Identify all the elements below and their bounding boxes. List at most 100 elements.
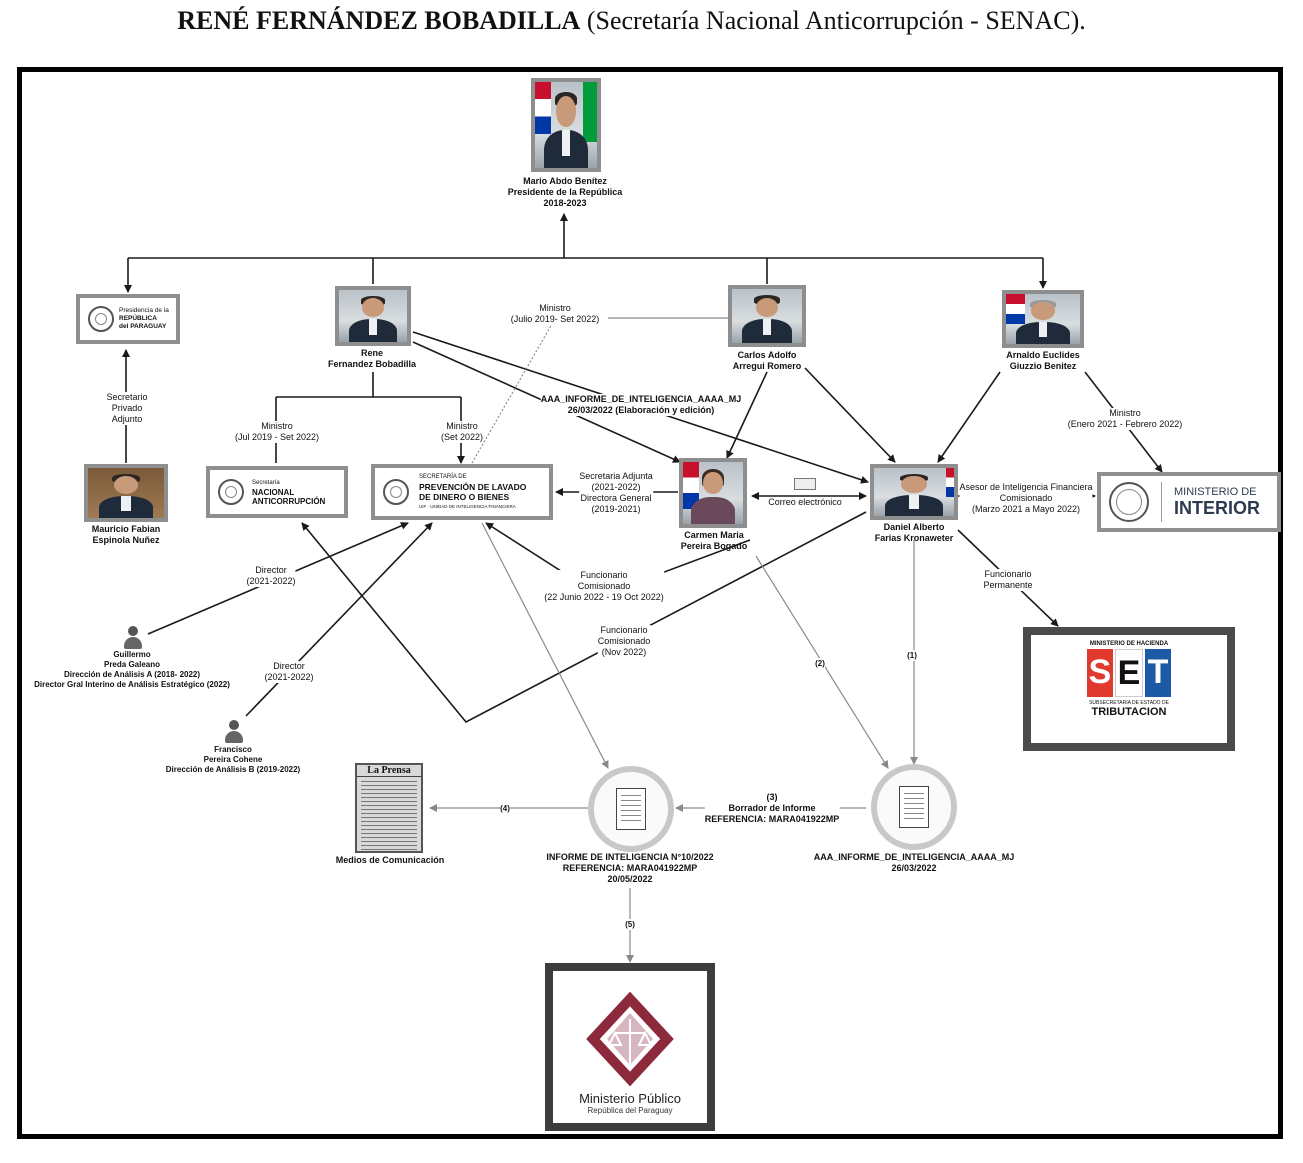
paraguay-flag-icon [946,468,954,497]
senac-line2: NACIONAL [252,487,295,497]
title-name: RENÉ FERNÁNDEZ BOBADILLA [177,6,581,35]
informe10-title: INFORME DE INTELIGENCIA N°10/2022 [546,852,714,862]
presidencia-line3: del PARAGUAY [119,323,167,330]
edge-rene-split [275,372,461,463]
presidencia-line2: REPÚBLICA [119,315,157,322]
label-abdo: Mario Abdo Benítez Presidente de la Repú… [480,176,650,209]
paraguay-flag-icon [683,462,699,509]
national-seal-icon [1109,482,1149,522]
diagram-frame [17,67,1283,1139]
edge-label-step1: (1) [907,650,917,661]
label-pereira: Carmen Maria Pereira Bogado [644,530,784,552]
national-seal-icon [218,479,244,505]
preda-first: Guillermo [113,650,151,659]
national-seal-icon [383,479,409,505]
cohene-last: Pereira Cohene [203,755,263,764]
photo-giuzzio [1002,290,1084,348]
informe10-date: 20/05/2022 [607,874,653,884]
title-suffix: (Secretaría Nacional Anticorrupción - SE… [580,6,1086,35]
photo-arregui [728,285,806,347]
edge-arregui-farias [804,367,896,463]
label-cohene: Francisco Pereira Cohene Dirección de An… [150,745,316,775]
rene-last: Fernandez Bobadilla [327,359,416,369]
preda-last: Preda Galeano [103,660,161,669]
senac-line3: ANTICORRUPCIÓN [252,496,326,506]
informe10-ref: REFERENCIA: MARA041922MP [562,863,698,873]
set-letter-t: T [1145,649,1171,697]
prensa-masthead: La Prensa [357,765,421,777]
edge-seprelad-informe10 [481,522,609,769]
interior-line1: MINISTERIO DE [1174,485,1257,498]
edge-label-director-cohene: Director(2021-2022) [264,661,314,683]
national-seal-icon [88,306,114,332]
edge-label-ministro-interior: Ministro(Enero 2021 - Febrero 2022) [1067,408,1183,430]
logo-set: MINISTERIO DE HACIENDA S E T SUBSECRETAR… [1023,627,1235,751]
logo-interior: MINISTERIO DE INTERIOR [1097,472,1281,532]
presidencia-line1: Presidencia de la [119,307,169,314]
edge-label-secretaria-adjunta: Secretaria Adjunta(2021-2022)Directora G… [579,471,653,515]
photo-farias [870,464,958,520]
edge-dotted-seprelad [471,309,561,464]
newspaper-icon: La Prensa [355,763,423,853]
edge-label-ministro-senac: Ministro(Jul 2019 - Set 2022) [234,421,320,443]
person-icon [224,720,244,744]
seprelad-line1: SECRETARÍA DE [419,474,467,480]
edge-label-step2: (2) [815,658,825,669]
abdo-term: 2018-2023 [543,198,587,208]
paraguay-flag-icon [1006,294,1026,324]
edge-arregui-pereira [726,371,768,459]
rene-first: Rene [360,348,383,358]
edge-label-director-preda: Director(2021-2022) [246,565,296,587]
label-informe-mj: AAA_INFORME_DE_INTELIGENCIA_AAAA_MJ 26/0… [794,852,1034,874]
senac-line1: Secretaría [252,479,280,486]
giuzzio-first: Arnaldo Euclides [1006,350,1080,360]
preda-role2: Director Gral Interino de Análisis Estra… [34,680,230,689]
logo-fiscalia: Ministerio Público República del Paragua… [545,963,715,1131]
person-icon [123,626,143,650]
arregui-last: Arregui Romero [732,361,802,371]
edge-cohene-seprelad [245,522,433,717]
seprelad-line2: PREVENCIÓN DE LAVADO [419,482,527,492]
edge-label-ministro-seprelad: Ministro(Set 2022) [440,421,484,443]
document-title: RENÉ FERNÁNDEZ BOBADILLA (Secretaría Nac… [0,6,1263,36]
edge-farias-senac [301,511,867,724]
informe-mj-title: AAA_INFORME_DE_INTELIGENCIA_AAAA_MJ [813,852,1015,862]
document-icon-informe-mj [871,764,957,850]
logo-senac: Secretaría NACIONAL ANTICORRUPCIÓN [206,466,348,518]
pereira-first: Carmen Maria [684,530,744,540]
label-arregui: Carlos Adolfo Arregui Romero [700,350,834,372]
farias-first: Daniel Alberto [883,522,945,532]
label-preda: Guillermo Preda Galeano Dirección de Aná… [20,650,244,690]
photo-espinola [84,464,168,522]
edge-label-correo: Correo electrónico [768,497,842,508]
cohene-first: Francisco [214,745,252,754]
edge-label-step4: (4) [500,803,510,814]
label-farias: Daniel Alberto Farias Kronaweter [844,522,984,544]
brazil-flag-icon [583,82,597,143]
label-espinola: Mauricio Fabian Espinola Nuñez [56,524,196,546]
abdo-role: Presidente de la República [507,187,623,197]
document-icon-informe10 [588,766,674,852]
fiscalia-name: Ministerio Público [579,1091,681,1106]
paraguay-flag-icon [535,82,552,134]
set-top: MINISTERIO DE HACIENDA [1089,641,1169,647]
preda-role1: Dirección de Análisis A (2018- 2022) [63,670,201,679]
cohene-role: Dirección de Análisis B (2019-2022) [165,765,301,774]
set-letter-e: E [1115,649,1143,697]
logo-seprelad: SECRETARÍA DE PREVENCIÓN DE LAVADO DE DI… [371,464,553,520]
seprelad-line4: UIF · UNIDAD DE INTELIGENCIA FINANCIERA [419,504,516,509]
label-informe10: INFORME DE INTELIGENCIA N°10/2022 REFERE… [520,852,740,885]
farias-last: Farias Kronaweter [874,533,954,543]
label-medios: Medios de Comunicación [335,855,445,865]
edge-label-ministro-arregui: Ministro(Julio 2019- Set 2022) [510,303,600,325]
photo-pereira [679,458,747,528]
logo-presidencia: Presidencia de la REPÚBLICA del PARAGUAY [76,294,180,344]
scales-icon [586,991,674,1087]
label-rene: Rene Fernandez Bobadilla [302,348,442,370]
